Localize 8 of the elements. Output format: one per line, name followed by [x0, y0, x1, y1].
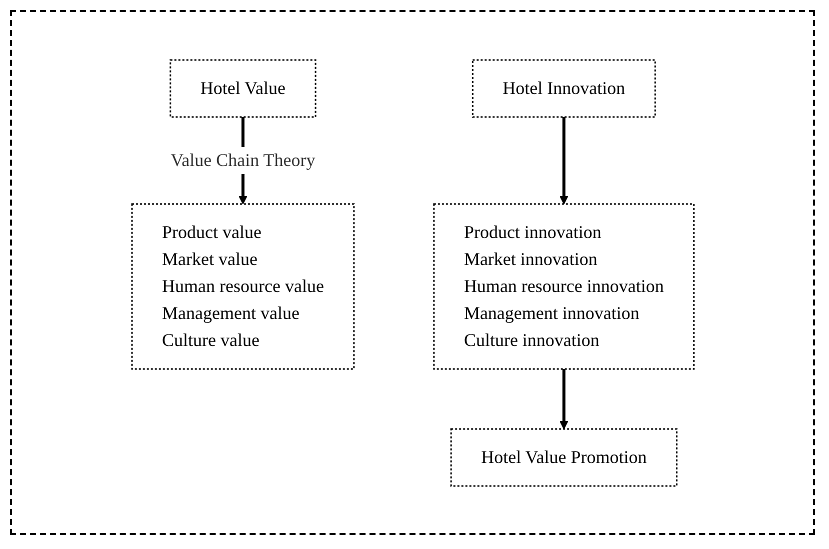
node-box: Hotel Value [169, 58, 316, 118]
node-box: Product innovation Market innovation Human resource innovation Management innovation Culture innovation [432, 202, 694, 370]
node-box: Product value Market value Human resource value Management value Culture value [130, 202, 354, 370]
node-box: Hotel Innovation [471, 58, 656, 118]
edge-label: Value Chain Theory [170, 150, 315, 170]
arrow [559, 116, 568, 204]
node-box: Hotel Value Promotion [450, 428, 678, 486]
arrow [559, 368, 568, 429]
